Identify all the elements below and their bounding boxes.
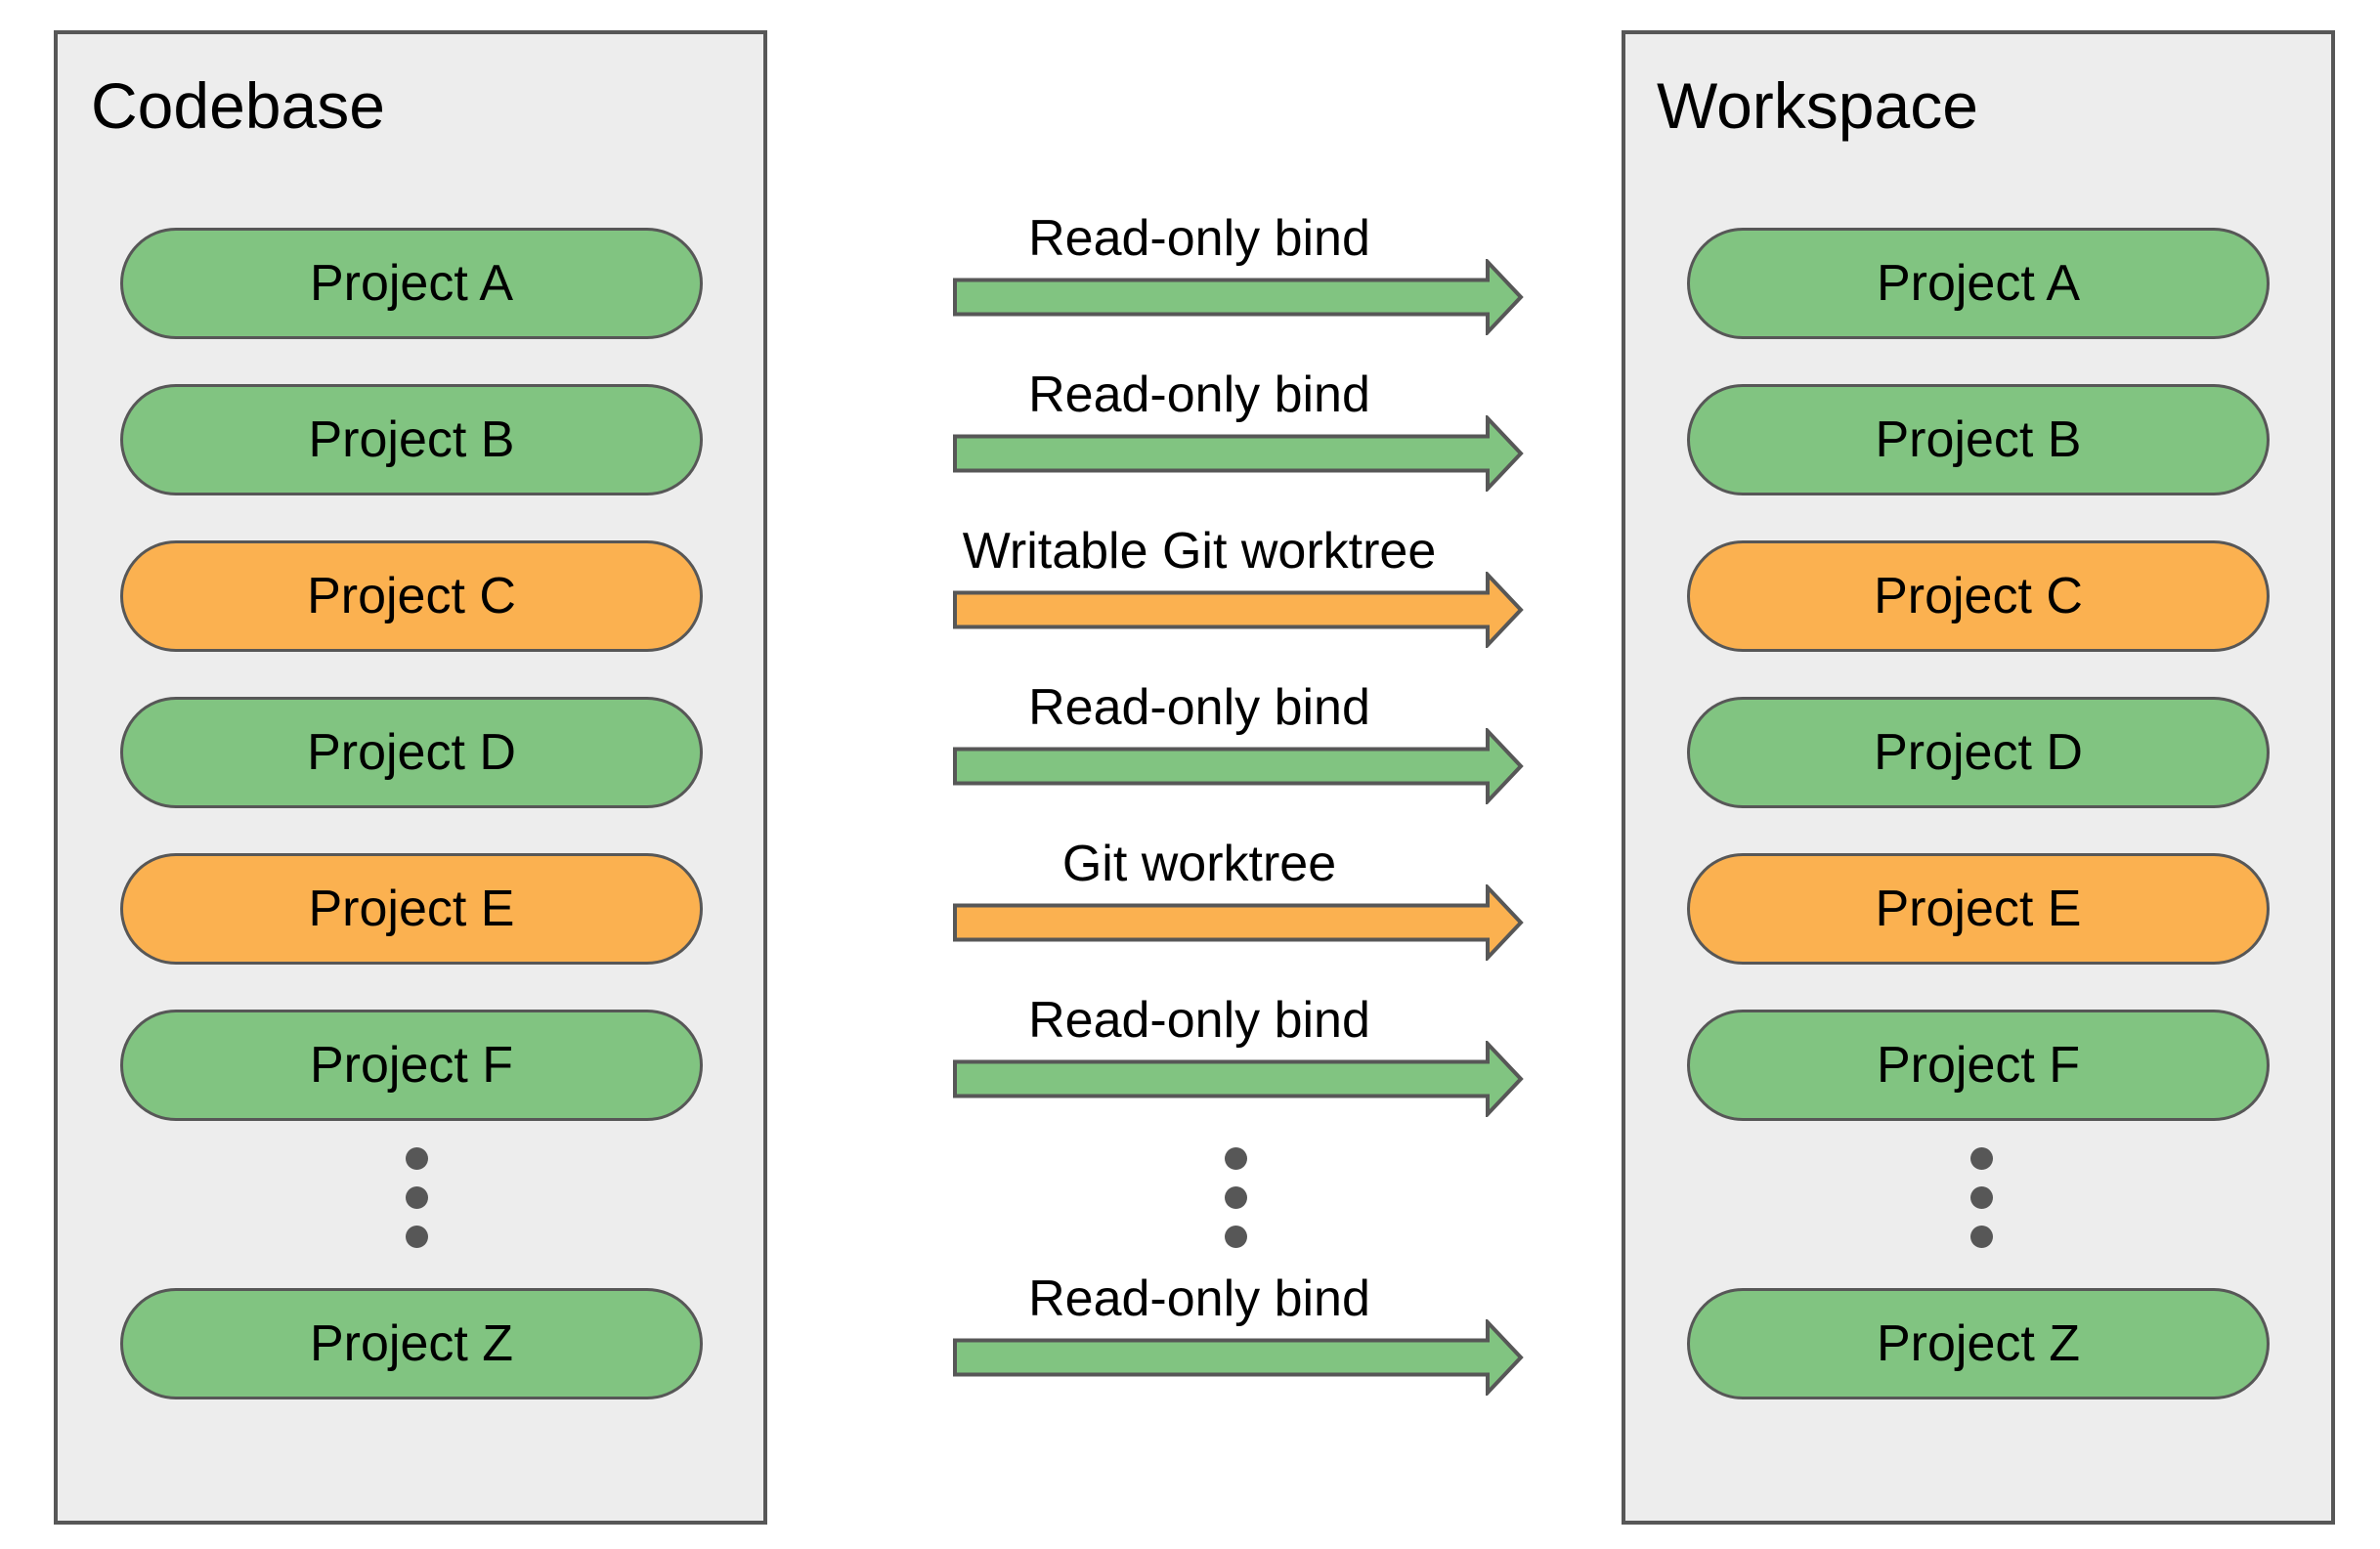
arrow-label: Read-only bind <box>1028 679 1370 736</box>
codebase-project-b-node: Project B <box>120 384 703 495</box>
project-label: Project B <box>1875 411 2082 468</box>
codebase-project-f-node: Project F <box>120 1010 703 1121</box>
codebase-project-c-node: Project C <box>120 540 703 652</box>
ellipsis-dot <box>1225 1226 1247 1248</box>
ellipsis-dot <box>1225 1186 1247 1209</box>
codebase-project-e-node: Project E <box>120 853 703 965</box>
project-label: Project A <box>309 255 514 312</box>
project-label: Project B <box>308 411 515 468</box>
project-label: Project A <box>1876 255 2081 312</box>
ellipsis-dot <box>406 1147 428 1170</box>
read-only-bind-arrow <box>953 728 1524 804</box>
codebase-panel-title: Codebase <box>91 69 385 142</box>
workspace-project-e-node: Project E <box>1687 853 2270 965</box>
read-only-bind-arrow <box>953 1319 1524 1396</box>
codebase-project-z-node: Project Z <box>120 1288 703 1399</box>
project-label: Project E <box>1875 881 2082 937</box>
git-worktree-arrow <box>953 884 1524 961</box>
project-label: Project F <box>309 1037 514 1094</box>
arrow-label: Read-only bind <box>1028 992 1370 1049</box>
workspace-project-c-node: Project C <box>1687 540 2270 652</box>
codebase-project-d-node: Project D <box>120 697 703 808</box>
read-only-bind-arrow <box>953 1041 1524 1117</box>
workspace-project-d-node: Project D <box>1687 697 2270 808</box>
arrow-label: Read-only bind <box>1028 366 1370 423</box>
workspace-project-a-node: Project A <box>1687 228 2270 339</box>
project-label: Project E <box>308 881 515 937</box>
workspace-project-z-node: Project Z <box>1687 1288 2270 1399</box>
writable-git-worktree-arrow <box>953 572 1524 648</box>
ellipsis-dot <box>1970 1186 1993 1209</box>
arrow-label: Read-only bind <box>1028 210 1370 267</box>
project-label: Project D <box>1874 724 2083 781</box>
project-label: Project C <box>1874 568 2083 624</box>
ellipsis-dot <box>1970 1226 1993 1248</box>
workspace-project-f-node: Project F <box>1687 1010 2270 1121</box>
arrow-label: Git worktree <box>1061 836 1337 892</box>
arrow-label: Read-only bind <box>1028 1270 1370 1327</box>
codebase-project-a-node: Project A <box>120 228 703 339</box>
project-label: Project Z <box>309 1315 514 1372</box>
connections-ellipsis-dots <box>1225 1147 1247 1248</box>
read-only-bind-arrow <box>953 415 1524 492</box>
ellipsis-dot <box>1970 1147 1993 1170</box>
workspace-project-b-node: Project B <box>1687 384 2270 495</box>
workspace-ellipsis-dots <box>1970 1147 1993 1248</box>
project-label: Project C <box>307 568 516 624</box>
ellipsis-dot <box>406 1226 428 1248</box>
project-label: Project D <box>307 724 516 781</box>
codebase-ellipsis-dots <box>406 1147 428 1248</box>
project-label: Project Z <box>1876 1315 2081 1372</box>
read-only-bind-arrow <box>953 259 1524 335</box>
workspace-panel-title: Workspace <box>1657 69 1978 142</box>
ellipsis-dot <box>406 1186 428 1209</box>
project-label: Project F <box>1876 1037 2081 1094</box>
arrow-label: Writable Git worktree <box>962 523 1437 580</box>
ellipsis-dot <box>1225 1147 1247 1170</box>
